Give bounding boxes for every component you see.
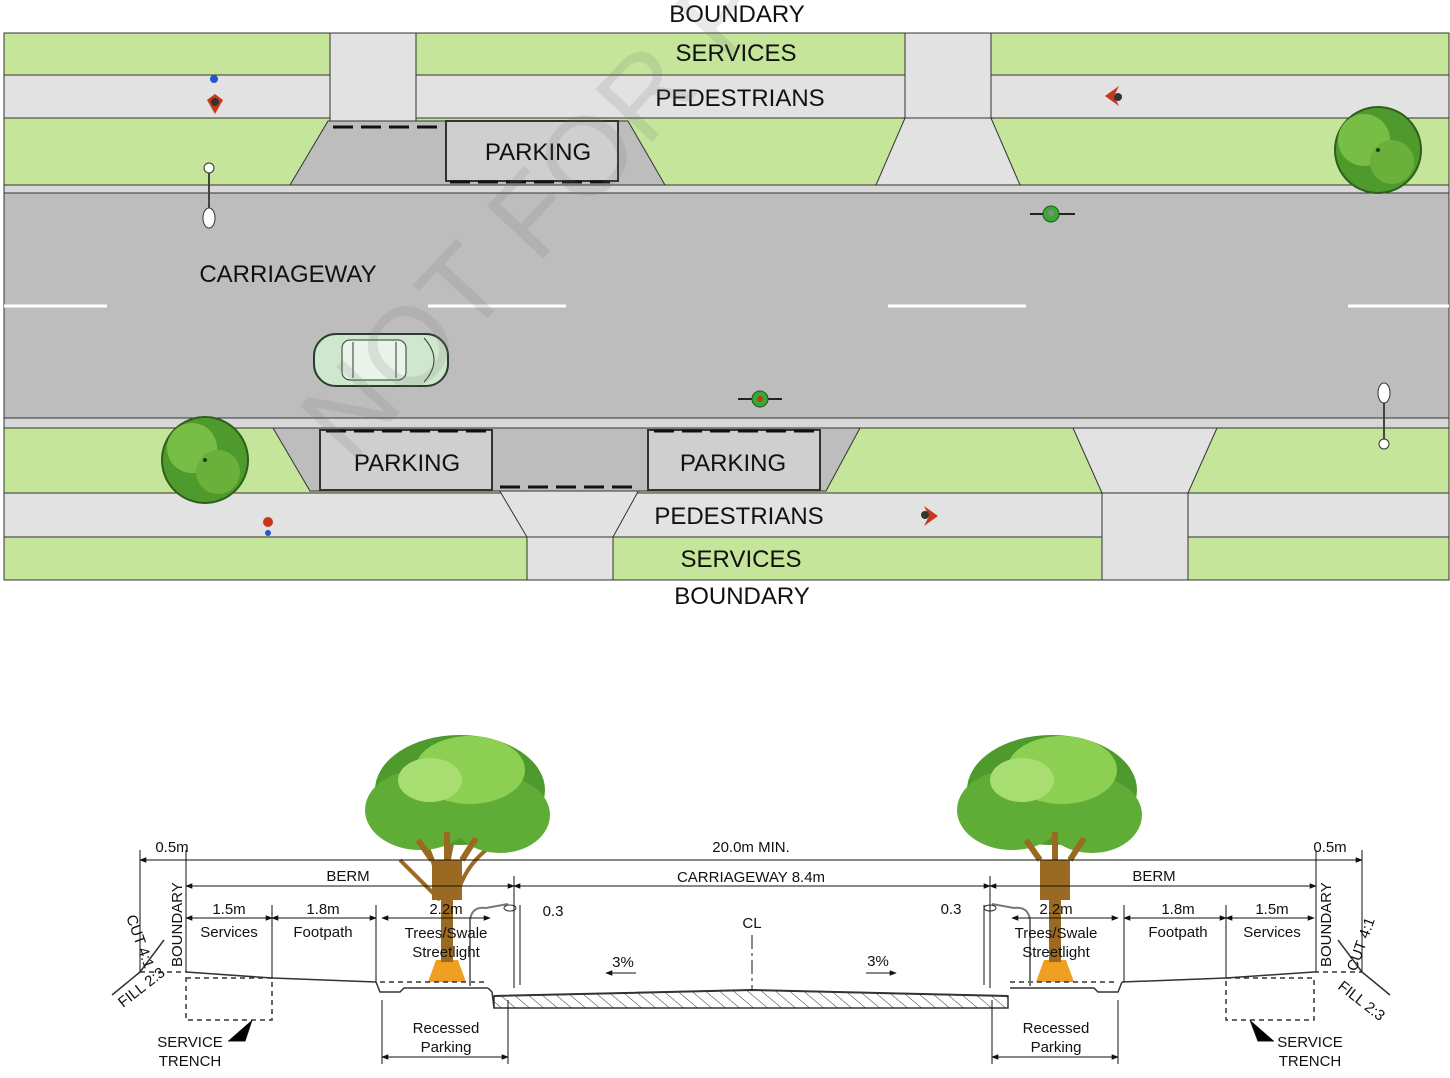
recessed-left-line2: Parking bbox=[421, 1039, 472, 1056]
streetlight-icon bbox=[1377, 382, 1391, 450]
cut-left-label: CUT 4:1 bbox=[122, 913, 157, 971]
plan-view: BOUNDARY SERVICES PEDESTRIANS PARKING CA… bbox=[3, 1, 1450, 610]
recessed-right-line1: Recessed bbox=[1023, 1020, 1090, 1037]
fall-right-label: 3% bbox=[867, 953, 889, 970]
cyclist-icon bbox=[1030, 205, 1075, 223]
berm-left-label: BERM bbox=[326, 868, 369, 885]
recessed-right-line2: Parking bbox=[1031, 1039, 1082, 1056]
pedestrian-icon bbox=[263, 517, 273, 536]
trench-left-line1: SERVICE bbox=[157, 1034, 223, 1051]
berm-right-label: BERM bbox=[1132, 868, 1175, 885]
carriageway-width-label: CARRIAGEWAY 8.4m bbox=[677, 869, 825, 886]
services-label-left: Services bbox=[200, 924, 258, 941]
kerb-left-label: 0.3 bbox=[543, 903, 564, 920]
dimension-lines bbox=[139, 850, 1363, 1064]
top-footpath bbox=[3, 74, 1450, 119]
fall-left-label: 3% bbox=[612, 954, 634, 971]
boundary-right-label: BOUNDARY bbox=[1318, 882, 1335, 967]
cut-right-label: CUT 4:1 bbox=[1344, 915, 1379, 973]
plan-parking-top-label: PARKING bbox=[485, 139, 591, 166]
centreline-label: CL bbox=[742, 915, 761, 932]
footpath-label-right: Footpath bbox=[1148, 924, 1207, 941]
bottom-footpath bbox=[3, 492, 1450, 538]
parking-space-bottom-right bbox=[647, 429, 821, 491]
pedestrian-icon bbox=[207, 75, 223, 114]
plan-boundary-top-label: BOUNDARY bbox=[669, 1, 805, 28]
pedestrian-icon bbox=[921, 506, 938, 526]
cross-section: 20.0m MIN. 0.5m 0.5m BERM CARRIAGEWAY 8.… bbox=[111, 735, 1391, 1070]
streetlight-label-left: Streetlight bbox=[412, 944, 480, 961]
trench-right-line1: SERVICE bbox=[1277, 1034, 1343, 1051]
kerb-top bbox=[3, 184, 1450, 194]
streetlight-icon bbox=[202, 162, 216, 229]
services-width-right: 1.5m bbox=[1255, 901, 1288, 918]
trees-label-right: Trees/Swale bbox=[1015, 925, 1098, 942]
car-icon bbox=[313, 333, 449, 387]
plan-boundary-bottom-label: BOUNDARY bbox=[674, 583, 810, 610]
services-label-right: Services bbox=[1243, 924, 1301, 941]
services-width-left: 1.5m bbox=[212, 901, 245, 918]
offset-left-label: 0.5m bbox=[155, 839, 188, 856]
plan-services-top-label: SERVICES bbox=[676, 40, 797, 67]
pedestrian-icon bbox=[1105, 86, 1122, 106]
offset-right-label: 0.5m bbox=[1313, 839, 1346, 856]
cyclist-icon bbox=[738, 390, 782, 408]
footpath-width-left: 1.8m bbox=[306, 901, 339, 918]
overall-width-label: 20.0m MIN. bbox=[712, 839, 790, 856]
plan-parking-bottom-right-label: PARKING bbox=[680, 450, 786, 477]
trees-width-right: 2.2m bbox=[1039, 901, 1072, 918]
kerb-right-label: 0.3 bbox=[941, 901, 962, 918]
plan-pedestrians-top-label: PEDESTRIANS bbox=[655, 85, 824, 112]
recessed-left-line1: Recessed bbox=[413, 1020, 480, 1037]
tree-section-icon bbox=[957, 735, 1142, 982]
section-profile bbox=[111, 939, 1391, 1021]
fill-right-label: FILL 2:3 bbox=[1335, 978, 1388, 1025]
parking-space-top bbox=[445, 120, 619, 182]
footpath-width-right: 1.8m bbox=[1161, 901, 1194, 918]
driveway bbox=[329, 32, 417, 122]
trench-left-line2: TRENCH bbox=[159, 1053, 222, 1070]
tree-section-icon bbox=[365, 735, 550, 982]
trench-right-line2: TRENCH bbox=[1279, 1053, 1342, 1070]
plan-carriageway-label: CARRIAGEWAY bbox=[199, 261, 376, 288]
parking-space-bottom-left bbox=[319, 429, 493, 491]
carriageway bbox=[3, 192, 1450, 419]
footpath-label-left: Footpath bbox=[293, 924, 352, 941]
driveway-apron bbox=[1072, 427, 1218, 494]
tree-plan-icon bbox=[1334, 106, 1422, 194]
trees-width-left: 2.2m bbox=[429, 901, 462, 918]
pavement-layer bbox=[493, 989, 1009, 1009]
streetlight-label-right: Streetlight bbox=[1022, 944, 1090, 961]
plan-services-bottom-label: SERVICES bbox=[681, 546, 802, 573]
plan-parking-bottom-left-label: PARKING bbox=[354, 450, 460, 477]
boundary-left-label: BOUNDARY bbox=[169, 882, 186, 967]
trees-label-left: Trees/Swale bbox=[405, 925, 488, 942]
plan-pedestrians-bottom-label: PEDESTRIANS bbox=[654, 503, 823, 530]
tree-plan-icon bbox=[161, 416, 249, 504]
